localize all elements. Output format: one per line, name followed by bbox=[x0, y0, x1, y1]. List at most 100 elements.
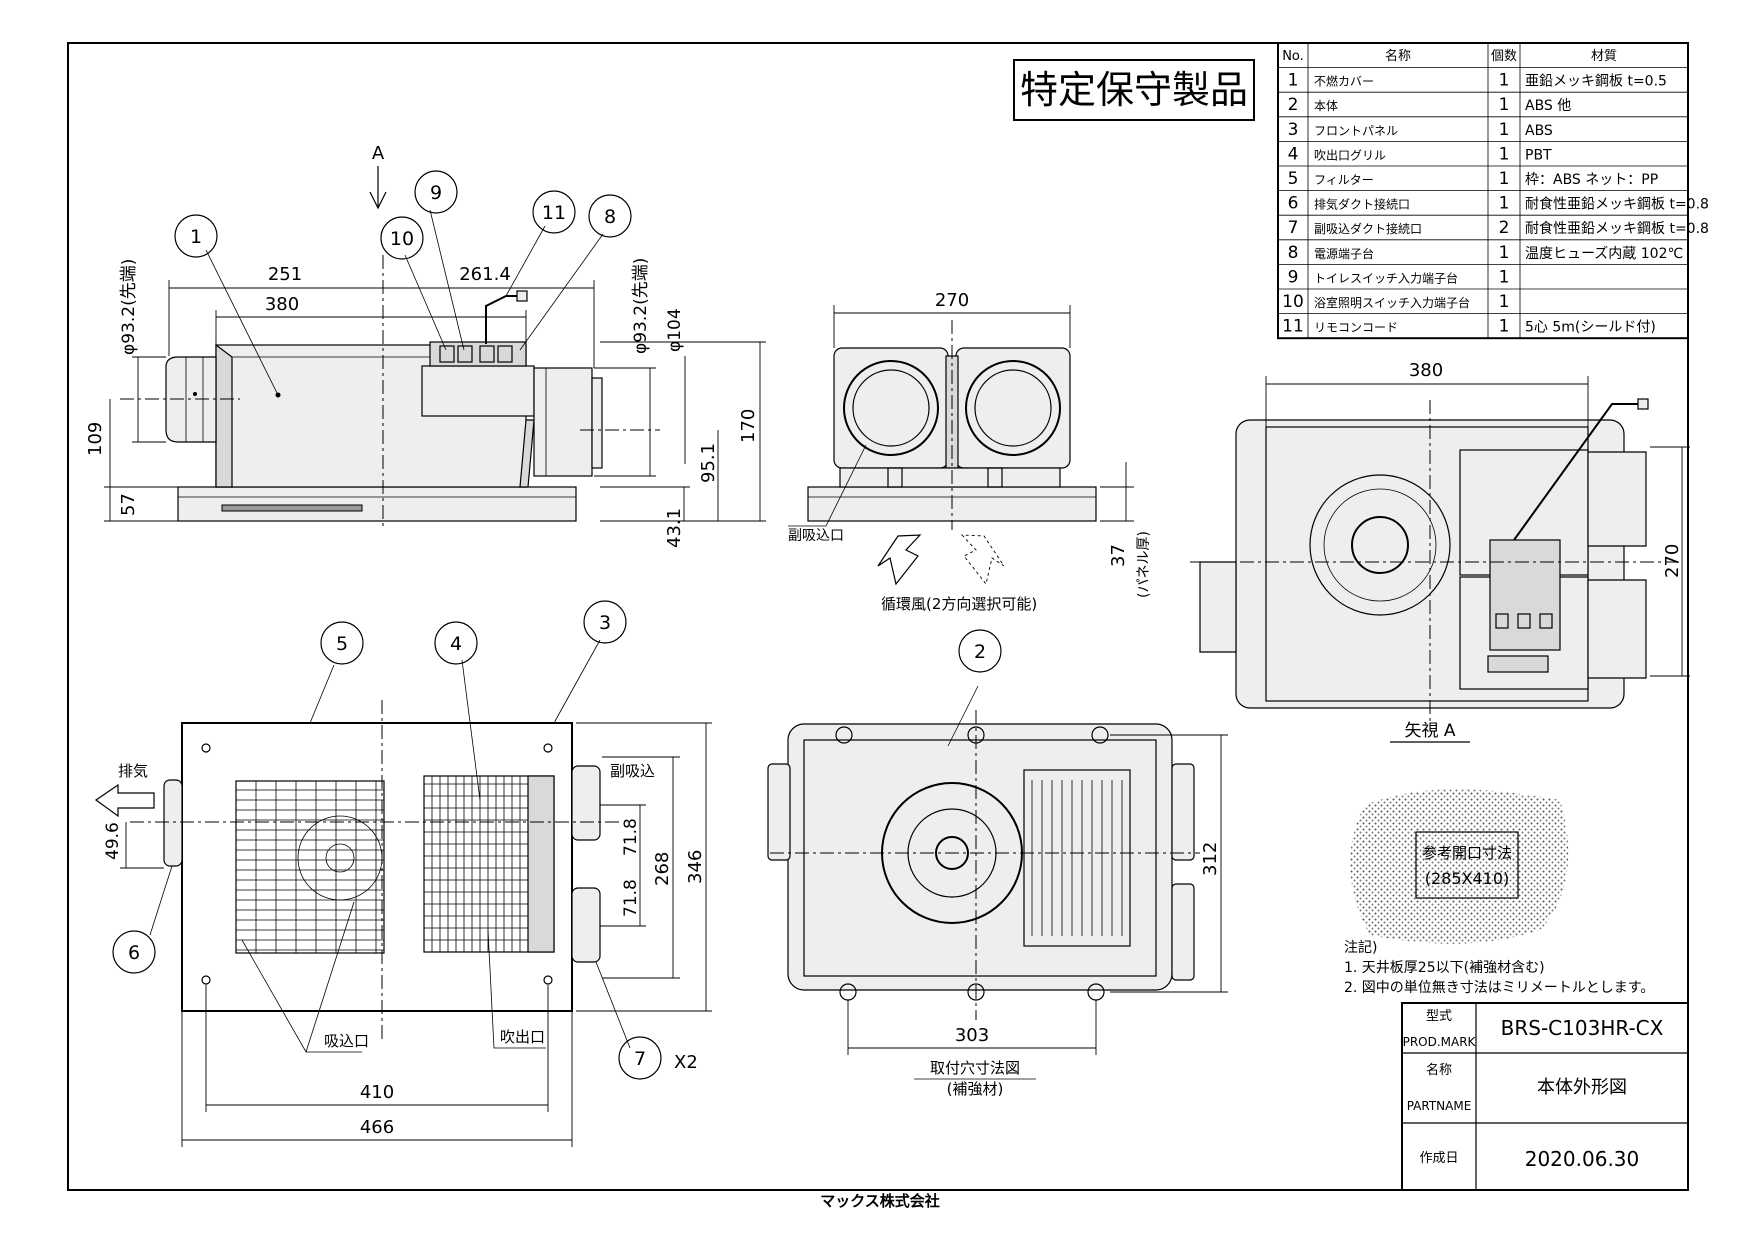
table-cell: 2 bbox=[1499, 218, 1510, 238]
dim-380-side: 380 bbox=[265, 294, 299, 315]
table-cell: 1 bbox=[1499, 144, 1510, 164]
dim-95-1: 95.1 bbox=[698, 443, 719, 483]
note-1: 1. 天井板厚25以下(補強材含む) bbox=[1344, 960, 1545, 976]
outlet-grille bbox=[423, 775, 555, 953]
front-view: 排気 副吸込 49.6 71.8 71.8 268 346 410 466 吸込… bbox=[94, 639, 712, 1147]
table-cell: トイレスイッチ入力端子台 bbox=[1314, 270, 1458, 285]
dim-71-8-a: 71.8 bbox=[621, 818, 641, 856]
table-cell: 電源端子台 bbox=[1314, 246, 1374, 261]
note-2: 2. 図中の単位無き寸法はミリメートルとします。 bbox=[1344, 980, 1654, 996]
table-cell: 1 bbox=[1499, 194, 1510, 214]
table-cell: 1 bbox=[1499, 169, 1510, 189]
model-label-jp: 型式 bbox=[1426, 1009, 1452, 1024]
table-cell: 亜鉛メッキ鋼板 t=0.5 bbox=[1525, 74, 1667, 90]
maker-logo: マックス株式会社 bbox=[820, 1192, 940, 1210]
table-cell: 吹出口グリル bbox=[1314, 148, 1386, 162]
title-block: 型式 PROD.MARK BRS-C103HR-CX 名称 PARTNAME 本… bbox=[1401, 1002, 1689, 1191]
dim-466: 466 bbox=[360, 1117, 394, 1138]
table-cell: 排気ダクト接続口 bbox=[1314, 197, 1410, 212]
table-cell: 6 bbox=[1288, 194, 1299, 214]
table-cell: 11 bbox=[1282, 317, 1304, 337]
balloon bbox=[434, 621, 478, 665]
balloon bbox=[174, 214, 218, 258]
dim-268: 268 bbox=[652, 852, 673, 886]
caption-view-a: 矢視 A bbox=[1404, 721, 1455, 741]
dim-57: 57 bbox=[118, 493, 139, 516]
dim-109: 109 bbox=[85, 422, 106, 456]
table-cell: 10 bbox=[1282, 292, 1304, 312]
label-sub-inlet-front: 副吸込 bbox=[610, 762, 655, 780]
balloon bbox=[583, 600, 627, 644]
table-cell: 本体 bbox=[1314, 99, 1338, 113]
balloon-number: 11 bbox=[542, 202, 566, 224]
stamp-text: 特定保守製品 bbox=[1020, 68, 1248, 112]
table-cell: 5心 5m(シールド付) bbox=[1525, 320, 1656, 336]
dim-380-top: 380 bbox=[1409, 360, 1443, 381]
table-cell: 1 bbox=[1288, 71, 1299, 91]
table-cell: 4 bbox=[1288, 144, 1299, 164]
table-header: 名称 bbox=[1385, 48, 1411, 64]
table-cell: 1 bbox=[1499, 243, 1510, 263]
view-arrow-label: A bbox=[372, 143, 385, 164]
end-view: 270 副吸込口 循環風(2方向選択可能) 37 (パネル厚) bbox=[788, 290, 1152, 613]
date-value: 2020.06.30 bbox=[1525, 1147, 1640, 1171]
dim-170: 170 bbox=[738, 409, 759, 443]
table-cell: ABS bbox=[1525, 123, 1553, 139]
notes-title: 注記) bbox=[1344, 939, 1377, 956]
balloon bbox=[112, 930, 156, 974]
dim-346: 346 bbox=[685, 850, 706, 884]
table-cell: 1 bbox=[1499, 71, 1510, 91]
balloon-number: 4 bbox=[450, 633, 462, 655]
balloon-number: 9 bbox=[430, 182, 442, 204]
table-cell: 3 bbox=[1288, 120, 1299, 140]
dim-phi93-right: φ93.2(先端) bbox=[631, 258, 651, 354]
table-header: 材質 bbox=[1591, 49, 1617, 64]
table-cell: 9 bbox=[1288, 267, 1299, 287]
balloon-number: 6 bbox=[128, 942, 140, 964]
balloon-number: 2 bbox=[974, 641, 986, 663]
balloon-number: 3 bbox=[599, 612, 611, 634]
balloon-number: 8 bbox=[604, 206, 616, 228]
table-header: No. bbox=[1282, 49, 1304, 64]
balloon-number: 10 bbox=[390, 228, 414, 250]
table-cell: ABS 他 bbox=[1525, 98, 1571, 114]
dim-phi93-left: φ93.2(先端) bbox=[119, 259, 139, 355]
balloon bbox=[320, 621, 364, 665]
dim-43-1: 43.1 bbox=[664, 508, 685, 548]
table-cell: 温度ヒューズ内蔵 102℃ bbox=[1525, 246, 1683, 262]
bottom-view: 303 312 取付穴寸法図 (補強材) bbox=[767, 685, 1228, 1098]
table-cell: 1 bbox=[1499, 317, 1510, 337]
table-cell: 耐食性亜鉛メッキ鋼板 t=0.8 bbox=[1525, 196, 1709, 213]
dim-312: 312 bbox=[1200, 842, 1221, 876]
dim-71-8-b: 71.8 bbox=[621, 879, 641, 917]
balloon bbox=[588, 194, 632, 238]
top-view: 380 270 矢視 A bbox=[1190, 360, 1690, 743]
balloon-number: 7 bbox=[634, 1048, 646, 1070]
table-cell: 浴室照明スイッチ入力端子台 bbox=[1314, 295, 1470, 310]
balloon bbox=[618, 1036, 662, 1080]
name-value: 本体外形図 bbox=[1537, 1077, 1627, 1098]
model-value: BRS-C103HR-CX bbox=[1501, 1016, 1664, 1040]
name-label-jp: 名称 bbox=[1426, 1062, 1452, 1078]
dim-251: 251 bbox=[268, 264, 302, 285]
dim-270-end: 270 bbox=[935, 290, 969, 311]
table-cell: 耐食性亜鉛メッキ鋼板 t=0.8 bbox=[1525, 220, 1709, 237]
label-circulation: 循環風(2方向選択可能) bbox=[881, 595, 1037, 613]
table-cell: PBT bbox=[1525, 147, 1552, 163]
caption-reinforcement: (補強材) bbox=[947, 1080, 1004, 1098]
caption-mount-holes: 取付穴寸法図 bbox=[930, 1059, 1020, 1077]
table-cell: 1 bbox=[1499, 292, 1510, 312]
dim-303: 303 bbox=[955, 1025, 989, 1046]
model-label-en: PROD.MARK bbox=[1403, 1035, 1477, 1049]
table-header: 個数 bbox=[1491, 49, 1517, 64]
table-cell: フロントパネル bbox=[1314, 124, 1398, 138]
table-cell: リモコンコード bbox=[1314, 321, 1398, 335]
balloon bbox=[532, 190, 576, 234]
table-cell: 1 bbox=[1499, 120, 1510, 140]
label-sub-inlet-end: 副吸込口 bbox=[788, 528, 844, 544]
balloon bbox=[414, 170, 458, 214]
dim-37: 37 bbox=[1108, 544, 1129, 567]
